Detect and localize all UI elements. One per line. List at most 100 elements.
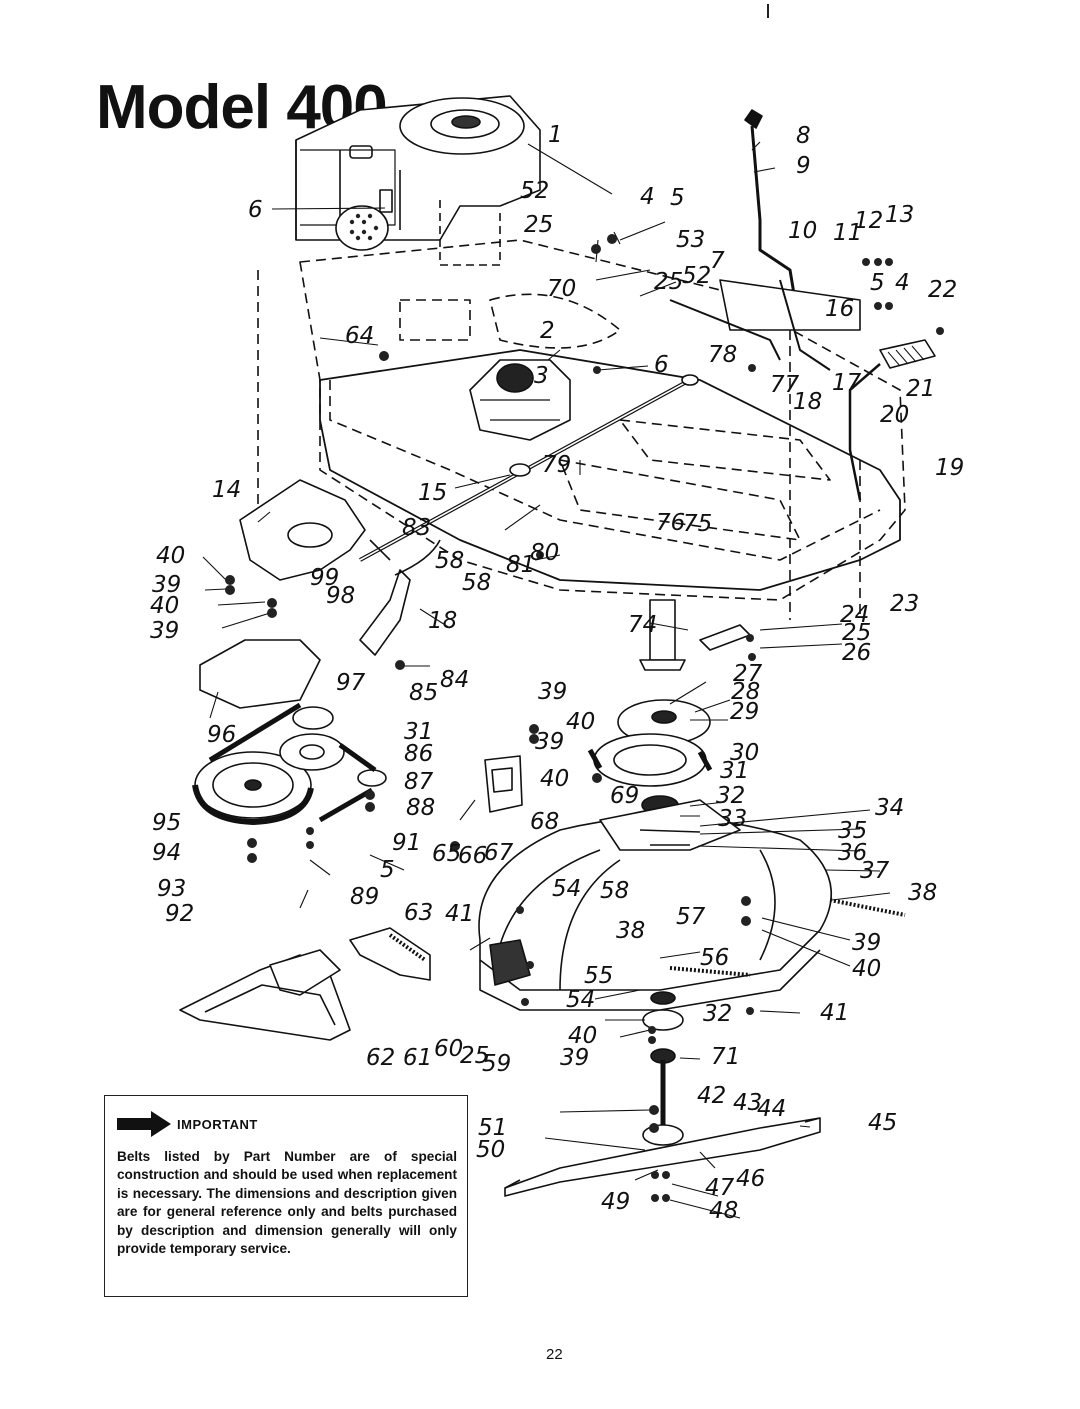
callout-label: 39 [152,572,181,598]
clutch-assembly-illustration [469,359,571,441]
callout-label: 63 [404,900,433,926]
callout-label: 11 [833,220,862,246]
callout-label: 21 [906,376,935,402]
callout-label: 85 [409,680,438,706]
callout-label: 20 [880,402,909,428]
callout-label: 86 [404,741,433,767]
callout-label: 37 [860,858,890,884]
callout-label: 5 [670,185,685,211]
callout-label: 75 [683,511,712,537]
callout-label: 88 [406,795,435,821]
callout-label: 40 [852,956,881,982]
callout-label: 84 [440,667,469,693]
callout-label: 52 [520,178,549,204]
callout-label: 57 [676,904,706,930]
belt-pulley-illustration [192,702,387,825]
callout-label: 58 [435,548,464,574]
callout-label: 32 [716,783,745,809]
callout-label: 6 [654,352,669,378]
callout-label: 54 [552,876,581,902]
callout-label: 14 [212,477,241,503]
callout-label: 41 [820,1000,849,1026]
callout-label: 95 [152,810,181,836]
callout-label: 50 [476,1137,505,1163]
callout-label: 4 [640,184,655,210]
callout-label: 15 [418,480,447,506]
callout-label: 40 [150,593,179,619]
callout-label: 78 [708,342,737,368]
callout-label: 96 [207,722,236,748]
callout-label: 45 [868,1110,897,1136]
callout-label: 16 [825,296,854,322]
callout-label: 22 [928,277,957,303]
callout-label: 47 [705,1175,735,1201]
callout-label: 97 [336,670,366,696]
callout-label: 30 [730,740,759,766]
important-label: IMPORTANT [177,1116,258,1132]
callout-label: 68 [530,809,559,835]
callout-label: 24 [840,602,869,628]
callout-label: 5 [380,857,395,883]
frame-deck-illustration [257,239,906,620]
crop-mark [767,4,769,18]
callout-label: 33 [718,806,747,832]
callout-label: 28 [731,679,760,705]
callout-label: 44 [757,1096,786,1122]
important-text: Belts listed by Part Number are of speci… [117,1149,457,1257]
callout-label: 29 [730,699,759,725]
callout-label: 12 [854,208,883,234]
callout-label: 74 [628,612,657,638]
callout-label: 58 [600,878,629,904]
callout-label: 70 [547,276,576,302]
callout-label: 66 [458,843,487,869]
callout-label: 64 [345,323,374,349]
page-number: 22 [546,1346,563,1363]
engine-illustration [295,95,541,266]
callout-label: 53 [676,227,705,253]
callout-label: 59 [482,1051,511,1077]
callout-label: 25 [460,1043,489,1069]
callout-label: 80 [530,540,559,566]
callout-label: 27 [733,661,763,687]
callout-label: 38 [616,918,645,944]
callout-label: 39 [538,679,567,705]
callout-label: 76 [656,510,685,536]
callout-label: 38 [908,880,937,906]
callout-label: 51 [478,1115,507,1141]
callout-label: 87 [404,769,434,795]
callout-label: 83 [402,515,431,541]
callout-label: 55 [584,963,613,989]
callout-label: 65 [432,841,461,867]
callout-label: 9 [796,153,811,179]
callout-label: 34 [875,795,904,821]
callout-label: 92 [165,901,194,927]
callout-label: 23 [890,591,919,617]
callout-label: 58 [462,570,491,596]
arrow-right-icon [117,1111,171,1137]
callout-label: 91 [392,830,421,856]
callout-label: 71 [711,1044,740,1070]
callout-label: 81 [506,552,535,578]
callout-label: 31 [404,719,433,745]
callout-label: 7 [710,248,725,274]
callout-label: 98 [326,583,355,609]
callout-label: 40 [540,766,569,792]
callout-label: 43 [733,1090,762,1116]
callout-label: 8 [796,123,811,149]
callout-label: 39 [150,618,179,644]
callout-label: 18 [793,389,822,415]
callout-label: 17 [832,370,862,396]
callout-label: 46 [736,1166,765,1192]
callout-label: 35 [838,818,867,844]
callout-label: 94 [152,840,181,866]
callout-label: 61 [403,1045,432,1071]
callout-label: 99 [310,565,339,591]
callout-label: 26 [842,640,871,666]
callout-label: 31 [720,758,749,784]
important-header: IMPORTANT [117,1108,457,1140]
callout-label: 5 [870,270,885,296]
callout-label: 25 [842,620,871,646]
callout-label: 49 [601,1189,630,1215]
callout-label: 6 [248,197,263,223]
